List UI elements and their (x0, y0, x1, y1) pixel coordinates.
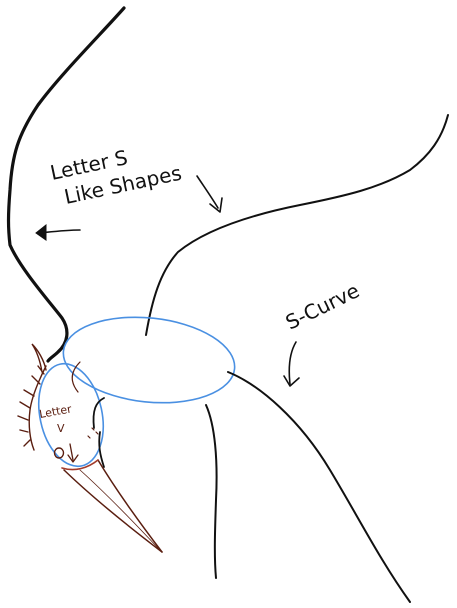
arrow-letter-v-head (67, 454, 79, 463)
label-letter-v-line1: Letter (38, 402, 73, 421)
beak-upper (63, 469, 163, 553)
head-back-contour (71, 361, 81, 393)
body-guide-ellipse (62, 316, 236, 404)
head-guide-oval (38, 362, 104, 468)
lower-wing-s-curve (145, 114, 449, 336)
tail-curve-right (227, 371, 411, 603)
arrow-s-curve-head (283, 375, 300, 387)
crest-feathers (17, 343, 47, 447)
crest-feathers-left (28, 365, 47, 451)
beak-ridge (79, 469, 159, 549)
neck-curve-back (98, 431, 105, 468)
arrow-to-lower-wing-head (209, 197, 223, 213)
beak-lower (97, 459, 163, 553)
cheek-marks (87, 427, 99, 439)
upper-wing-s-stroke (6, 6, 126, 363)
arrow-letter-v (69, 443, 74, 461)
eye (53, 447, 65, 459)
neck-curve-front (92, 397, 105, 429)
arrow-to-lower-wing (196, 175, 219, 209)
beak-base (61, 459, 99, 471)
arrow-s-curve (288, 341, 297, 385)
label-s-curve: S-Curve (282, 278, 363, 334)
leg-line (205, 404, 218, 579)
label-letter-v-line2: V (57, 422, 65, 435)
arrow-to-upper-wing-head (35, 223, 47, 241)
